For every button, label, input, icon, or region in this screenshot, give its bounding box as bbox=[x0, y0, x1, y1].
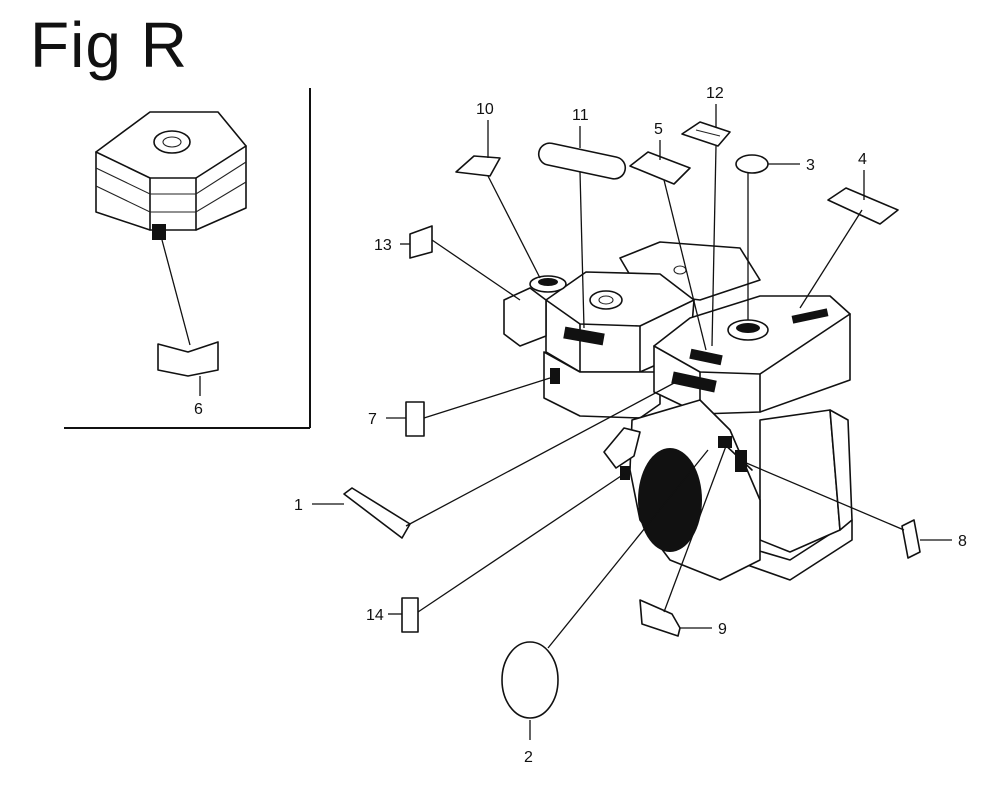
decal-1 bbox=[343, 487, 411, 539]
callout-11: 11 bbox=[572, 107, 589, 124]
callout-9: 9 bbox=[718, 621, 727, 638]
inset-frame bbox=[64, 88, 311, 429]
decal-2 bbox=[501, 641, 559, 719]
callout-14: 14 bbox=[366, 607, 384, 624]
decal-10 bbox=[455, 155, 501, 177]
figure-title: Fig R bbox=[30, 9, 188, 81]
callout-8: 8 bbox=[958, 533, 967, 550]
engine-illustration bbox=[503, 241, 853, 581]
decal-9 bbox=[639, 599, 681, 637]
callout-4: 4 bbox=[858, 151, 867, 168]
callout-1: 1 bbox=[294, 497, 303, 514]
decal-12 bbox=[681, 121, 731, 147]
callout-6: 6 bbox=[194, 401, 203, 418]
decal-6 bbox=[157, 239, 219, 396]
decal-parts bbox=[343, 121, 921, 719]
decal-7 bbox=[405, 401, 425, 437]
decal-5 bbox=[629, 151, 691, 185]
callout-3: 3 bbox=[806, 157, 815, 174]
decal-13 bbox=[409, 225, 433, 259]
leader-lines bbox=[312, 104, 952, 740]
decal-3 bbox=[735, 154, 769, 174]
callout-2: 2 bbox=[524, 749, 533, 766]
callout-7: 7 bbox=[368, 411, 377, 428]
decal-8 bbox=[901, 519, 921, 559]
callout-5: 5 bbox=[654, 121, 663, 138]
decal-11 bbox=[537, 142, 627, 180]
callout-13: 13 bbox=[374, 237, 392, 254]
callout-12: 12 bbox=[706, 85, 724, 102]
decal-14 bbox=[401, 597, 419, 633]
decal-4 bbox=[827, 187, 899, 225]
inset-air-cleaner bbox=[95, 111, 247, 240]
callout-numbers: 1 2 3 4 5 6 7 8 9 10 11 12 13 14 bbox=[194, 85, 967, 766]
callout-10: 10 bbox=[476, 101, 494, 118]
